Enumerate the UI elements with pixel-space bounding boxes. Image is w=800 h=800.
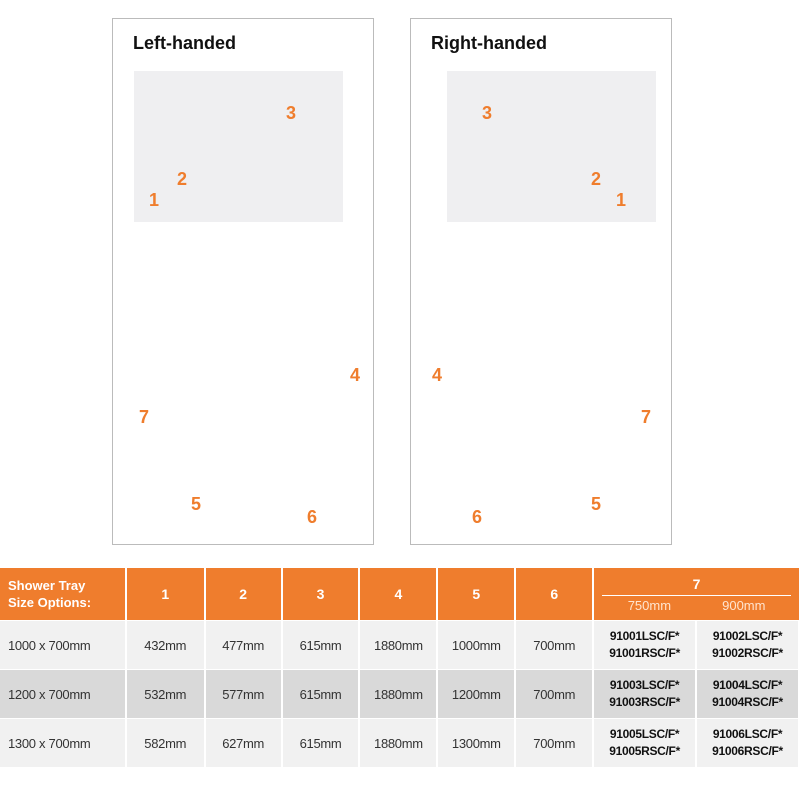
code-left: 91001LSC/F*	[609, 629, 680, 643]
panel-title: Right-handed	[431, 33, 547, 53]
header-line: Size Options:	[8, 595, 92, 610]
label-5: 5	[591, 494, 601, 514]
header-col: 1	[125, 568, 206, 621]
label-6: 6	[472, 507, 482, 527]
label-5: 5	[191, 494, 201, 514]
cell-value: 477mm	[204, 620, 283, 670]
cell-value: 532mm	[125, 669, 206, 719]
code-right: 91001RSC/F*	[609, 646, 680, 660]
header-col: 4	[359, 568, 439, 621]
header-sub: 750mm	[627, 597, 672, 613]
cell-value: 615mm	[281, 669, 361, 719]
label-2: 2	[591, 169, 601, 189]
label-7: 7	[139, 407, 149, 427]
shower-diagram-geometry	[447, 71, 656, 222]
code-left: 91004LSC/F*	[712, 678, 783, 692]
cell-value: 1880mm	[359, 620, 439, 670]
code-left: 91003LSC/F*	[609, 678, 680, 692]
shower-diagram-geometry	[134, 71, 343, 222]
label-7: 7	[641, 407, 651, 427]
header-sub: 900mm	[722, 597, 766, 613]
code-right: 91004RSC/F*	[712, 695, 783, 709]
label-1: 1	[149, 190, 159, 210]
cell-size: 1000 x 700mm	[0, 620, 127, 670]
left-handed-panel: 3 2 1 4 7 5 6 Left-handed	[112, 18, 374, 545]
cell-product-code: 91003LSC/F* 91003RSC/F*	[593, 669, 698, 719]
header-line: Shower Tray	[8, 578, 86, 593]
cell-value: 1880mm	[359, 718, 439, 767]
cell-value: 615mm	[281, 620, 361, 670]
cell-value: 1200mm	[437, 669, 517, 719]
cell-product-code: 91006LSC/F* 91006RSC/F*	[696, 718, 800, 767]
label-3: 3	[482, 103, 492, 123]
code-right: 91006RSC/F*	[712, 744, 783, 758]
header-group-label: 7	[692, 575, 701, 592]
panel-title: Left-handed	[133, 33, 236, 53]
right-handed-panel: 3 2 1 4 7 5 6 Right-handed	[410, 18, 672, 545]
right-handed-diagram: 3 2 1 4 7 5 6	[432, 71, 656, 527]
cell-value: 627mm	[204, 718, 283, 767]
cell-value: 615mm	[281, 718, 361, 767]
cell-product-code: 91002LSC/F* 91002RSC/F*	[696, 620, 800, 670]
label-3: 3	[286, 103, 296, 123]
label-2: 2	[177, 169, 187, 189]
label-4: 4	[432, 365, 442, 385]
header-col: 3	[281, 568, 361, 621]
cell-value: 1300mm	[437, 718, 517, 767]
cell-size: 1200 x 700mm	[0, 669, 127, 719]
cell-value: 700mm	[515, 620, 595, 670]
code-right: 91005RSC/F*	[609, 744, 680, 758]
cell-value: 577mm	[204, 669, 283, 719]
code-right: 91003RSC/F*	[609, 695, 680, 709]
cell-size: 1300 x 700mm	[0, 718, 127, 767]
left-handed-diagram: 3 2 1 4 7 5 6	[134, 71, 360, 527]
label-6: 6	[307, 507, 317, 527]
cell-product-code: 91001LSC/F* 91001RSC/F*	[593, 620, 698, 670]
code-left: 91006LSC/F*	[712, 727, 783, 741]
cell-value: 700mm	[515, 669, 595, 719]
cell-value: 1000mm	[437, 620, 517, 670]
header-col: 5	[437, 568, 517, 621]
header-col: 2	[204, 568, 283, 621]
code-left: 91002LSC/F*	[712, 629, 783, 643]
code-left: 91005LSC/F*	[609, 727, 680, 741]
header-col: 6	[515, 568, 595, 621]
cell-product-code: 91004LSC/F* 91004RSC/F*	[696, 669, 800, 719]
label-4: 4	[350, 365, 360, 385]
label-1: 1	[616, 190, 626, 210]
cell-value: 1880mm	[359, 669, 439, 719]
cell-value: 432mm	[125, 620, 206, 670]
cell-product-code: 91005LSC/F* 91005RSC/F*	[593, 718, 698, 767]
cell-value: 582mm	[125, 718, 206, 767]
header-group-7: 7 750mm 900mm	[593, 568, 799, 621]
code-right: 91002RSC/F*	[712, 646, 783, 660]
cell-value: 700mm	[515, 718, 595, 767]
